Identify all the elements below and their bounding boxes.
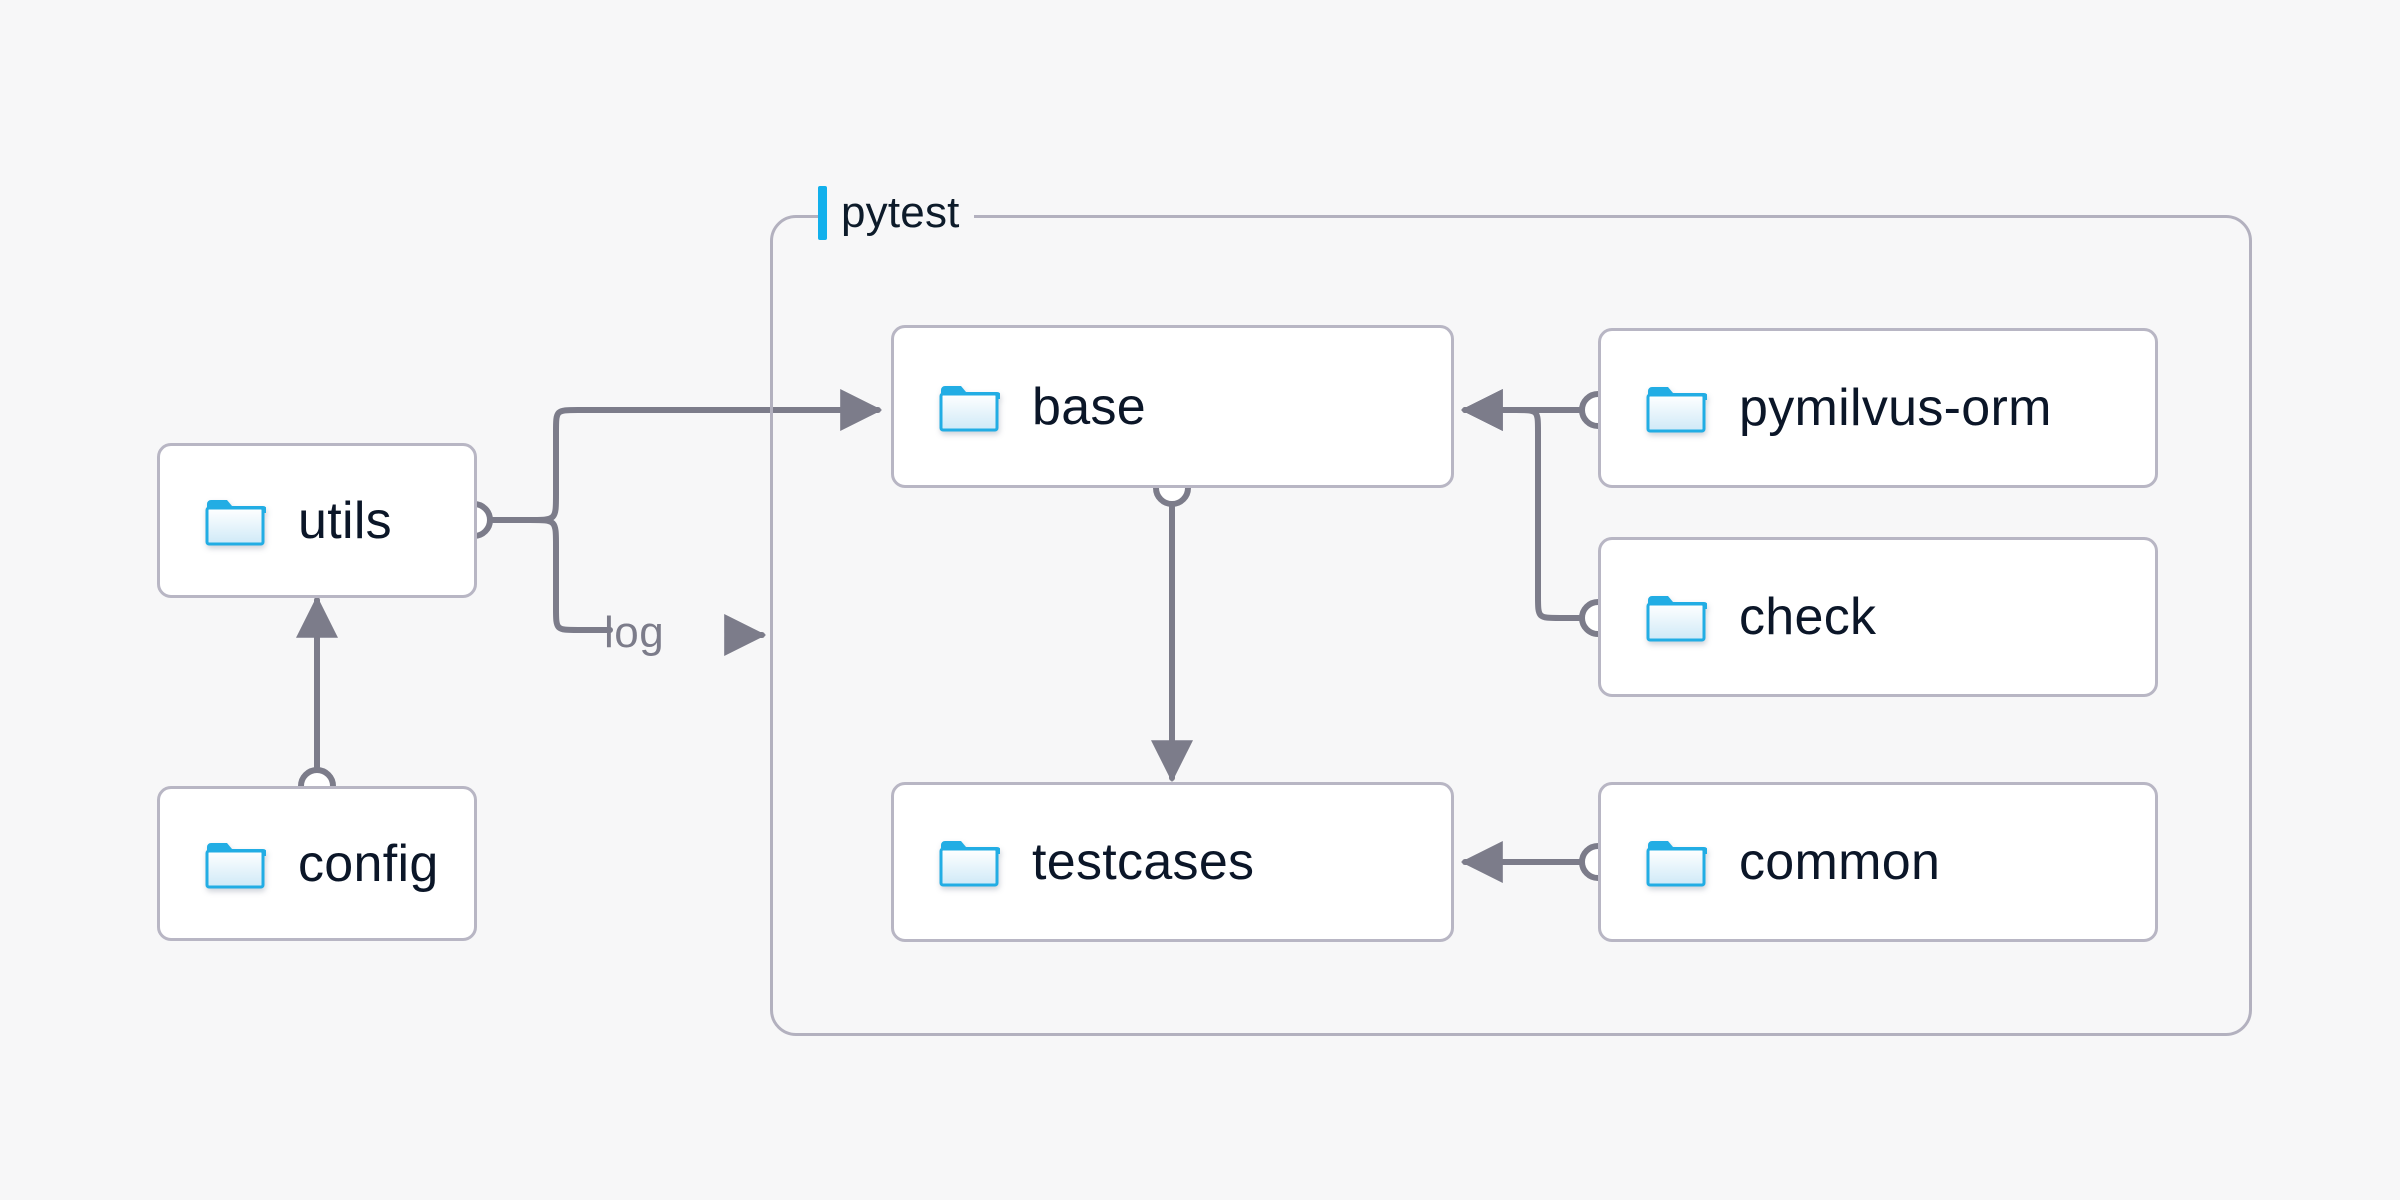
node-testcases[interactable]: testcases	[891, 782, 1454, 942]
node-testcases-label: testcases	[1032, 833, 1255, 891]
folder-icon	[205, 842, 266, 888]
node-base[interactable]: base	[891, 325, 1454, 488]
node-config-label: config	[298, 834, 439, 893]
group-pytest-title: pytest	[841, 188, 960, 237]
node-check-label: check	[1739, 588, 1877, 646]
group-pytest[interactable]	[770, 215, 2252, 1036]
node-base-label: base	[1032, 377, 1146, 436]
folder-icon	[205, 499, 266, 545]
node-pymilvus-orm-label: pymilvus-orm	[1739, 379, 2052, 437]
folder-icon	[1646, 841, 1707, 887]
folder-icon	[939, 841, 1000, 887]
node-utils-label: utils	[298, 491, 392, 550]
folder-icon	[1646, 596, 1707, 642]
node-check[interactable]: check	[1598, 537, 2158, 697]
node-config[interactable]: config	[157, 786, 477, 941]
node-common-label: common	[1739, 833, 1941, 891]
accent-bar-icon	[818, 186, 827, 240]
edge-check-to-base	[1460, 389, 1583, 621]
edge-label-log: log	[604, 608, 665, 657]
edge-utils-to-log	[527, 517, 613, 633]
node-common[interactable]: common	[1598, 782, 2158, 942]
node-pymilvus-orm[interactable]: pymilvus-orm	[1598, 328, 2158, 488]
folder-icon	[1646, 387, 1707, 433]
group-pytest-label: pytest	[818, 186, 974, 240]
folder-icon	[939, 385, 1000, 431]
node-utils[interactable]: utils	[157, 443, 477, 598]
